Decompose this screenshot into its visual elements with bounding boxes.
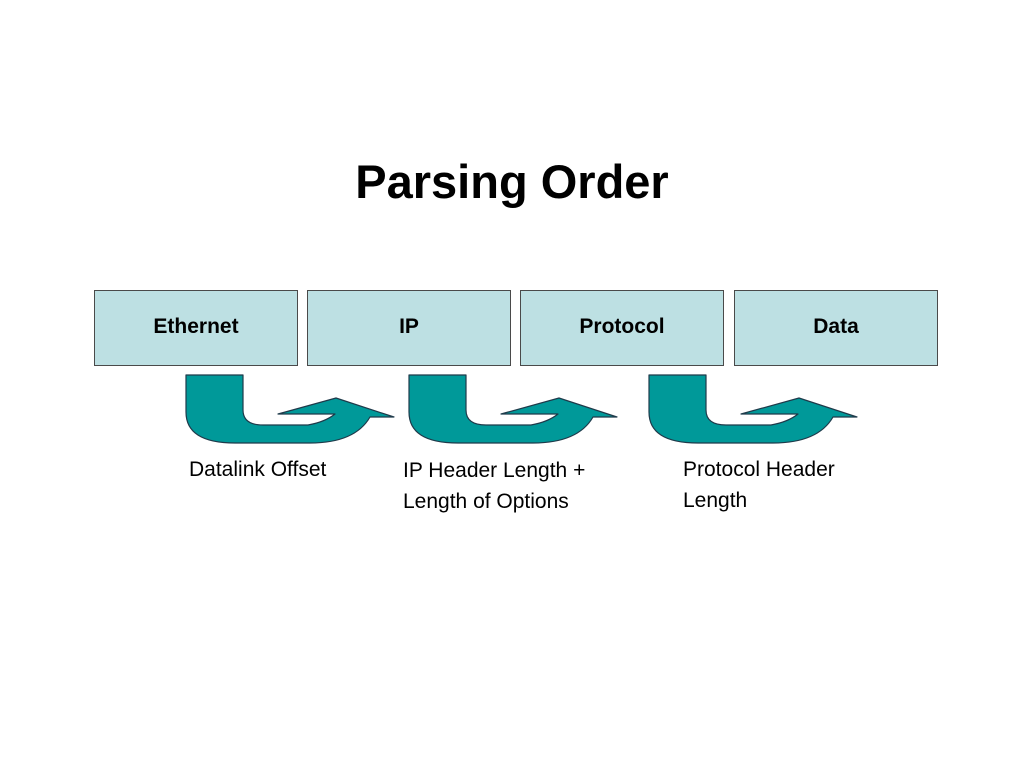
diagram-title: Parsing Order [355,155,669,208]
layer-label: Data [813,315,859,338]
u-turn-arrow-icon [408,374,618,444]
layer-box-data: Data [734,290,938,366]
layer-label: Protocol [579,315,665,338]
caption-datalink-offset: Datalink Offset [189,458,327,481]
layer-label: IP [399,315,419,338]
caption-protocol-header-length: Protocol Header Length [683,458,835,512]
layer-box-protocol: Protocol [520,290,724,366]
u-turn-arrow-icon [185,374,395,444]
layer-box-ethernet: Ethernet [94,290,298,366]
layer-label: Ethernet [153,315,239,338]
u-turn-arrow-icon [648,374,858,444]
layer-box-ip: IP [307,290,511,366]
caption-ip-header-length: IP Header Length + Length of Options [403,459,586,513]
